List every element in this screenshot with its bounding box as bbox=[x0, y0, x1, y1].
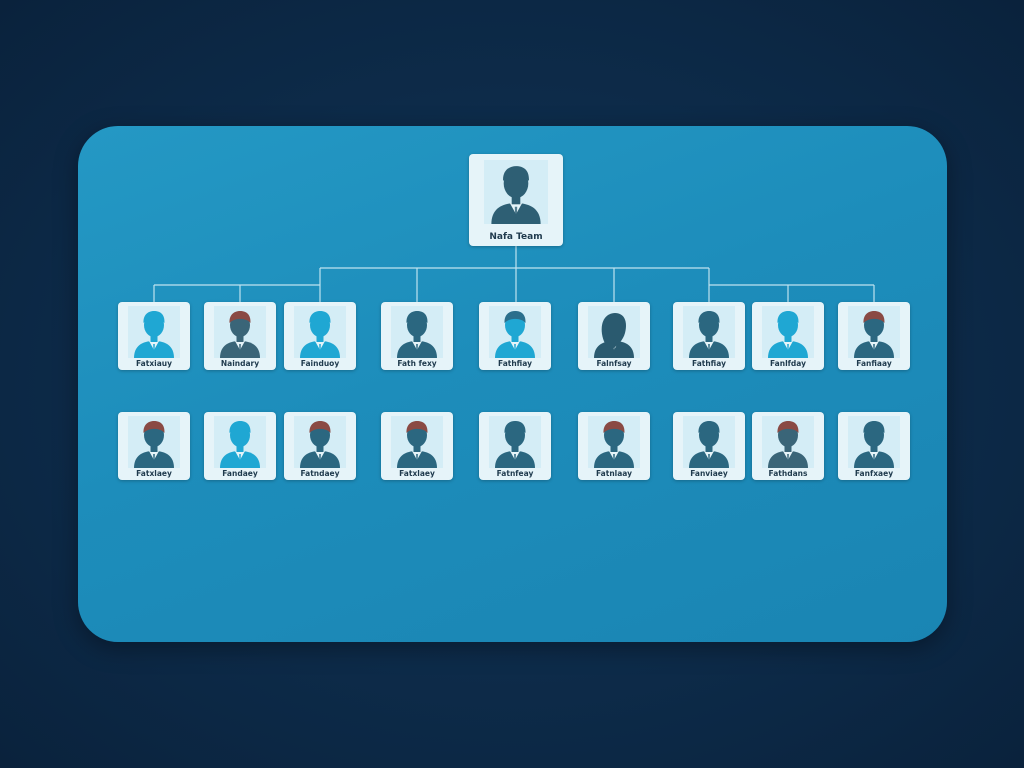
org-node[interactable]: Falnfsay bbox=[578, 302, 650, 370]
person-icon bbox=[762, 306, 814, 358]
org-node-label: Fatnfeay bbox=[496, 469, 534, 478]
org-node-label: Falnfsay bbox=[596, 359, 632, 368]
person-female-icon bbox=[588, 306, 640, 358]
person-icon bbox=[214, 306, 266, 358]
org-node-label: Fatnlaay bbox=[595, 469, 633, 478]
org-node-label: Fathfiay bbox=[692, 359, 726, 368]
org-node-label: Fatndaey bbox=[300, 469, 340, 478]
person-icon bbox=[683, 306, 735, 358]
org-node[interactable]: Fatnfeay bbox=[479, 412, 551, 480]
org-node-label: Fatxlaey bbox=[136, 469, 172, 478]
org-node-label: Fathdans bbox=[768, 469, 808, 478]
org-node-label: Fandaey bbox=[222, 469, 258, 478]
org-node-label: Fanfxaey bbox=[854, 469, 894, 478]
org-node-label: Fath fexy bbox=[397, 359, 437, 368]
org-node[interactable]: Fandaey bbox=[204, 412, 276, 480]
org-node-label: Fanlfday bbox=[769, 359, 806, 368]
person-icon bbox=[848, 416, 900, 468]
org-node[interactable]: Fatxlaey bbox=[381, 412, 453, 480]
person-icon bbox=[489, 306, 541, 358]
person-icon bbox=[848, 306, 900, 358]
org-node[interactable]: Fanviaey bbox=[673, 412, 745, 480]
org-node-label: Fatxlaey bbox=[399, 469, 435, 478]
org-node[interactable]: Fanfxaey bbox=[838, 412, 910, 480]
person-icon bbox=[214, 416, 266, 468]
org-node[interactable]: Fathfiay bbox=[673, 302, 745, 370]
org-node[interactable]: Fathfiay bbox=[479, 302, 551, 370]
person-icon bbox=[484, 160, 548, 224]
org-node[interactable]: Fatxiauy bbox=[118, 302, 190, 370]
person-icon bbox=[489, 416, 541, 468]
org-node[interactable]: Fatndaey bbox=[284, 412, 356, 480]
org-node[interactable]: Fanlfday bbox=[752, 302, 824, 370]
org-node-label: Nafa Team bbox=[489, 232, 543, 242]
person-icon bbox=[588, 416, 640, 468]
org-node-label: Fatxiauy bbox=[135, 359, 173, 368]
org-node[interactable]: Fathdans bbox=[752, 412, 824, 480]
org-node-label: Fathfiay bbox=[498, 359, 532, 368]
person-icon bbox=[294, 416, 346, 468]
org-node-label: Naindary bbox=[220, 359, 260, 368]
org-node[interactable]: Fatnlaay bbox=[578, 412, 650, 480]
org-node-label: Fanviaey bbox=[690, 469, 728, 478]
person-icon bbox=[294, 306, 346, 358]
org-node[interactable]: Fath fexy bbox=[381, 302, 453, 370]
org-node-label: Fanfiaay bbox=[856, 359, 892, 368]
org-node-root[interactable]: Nafa Team bbox=[469, 154, 563, 246]
org-node[interactable]: Fainduoy bbox=[284, 302, 356, 370]
person-icon bbox=[128, 306, 180, 358]
org-node-label: Fainduoy bbox=[300, 359, 340, 368]
person-icon bbox=[391, 416, 443, 468]
person-icon bbox=[391, 306, 443, 358]
org-node[interactable]: Fanfiaay bbox=[838, 302, 910, 370]
org-node[interactable]: Fatxlaey bbox=[118, 412, 190, 480]
org-node[interactable]: Naindary bbox=[204, 302, 276, 370]
person-icon bbox=[762, 416, 814, 468]
person-icon bbox=[683, 416, 735, 468]
person-icon bbox=[128, 416, 180, 468]
